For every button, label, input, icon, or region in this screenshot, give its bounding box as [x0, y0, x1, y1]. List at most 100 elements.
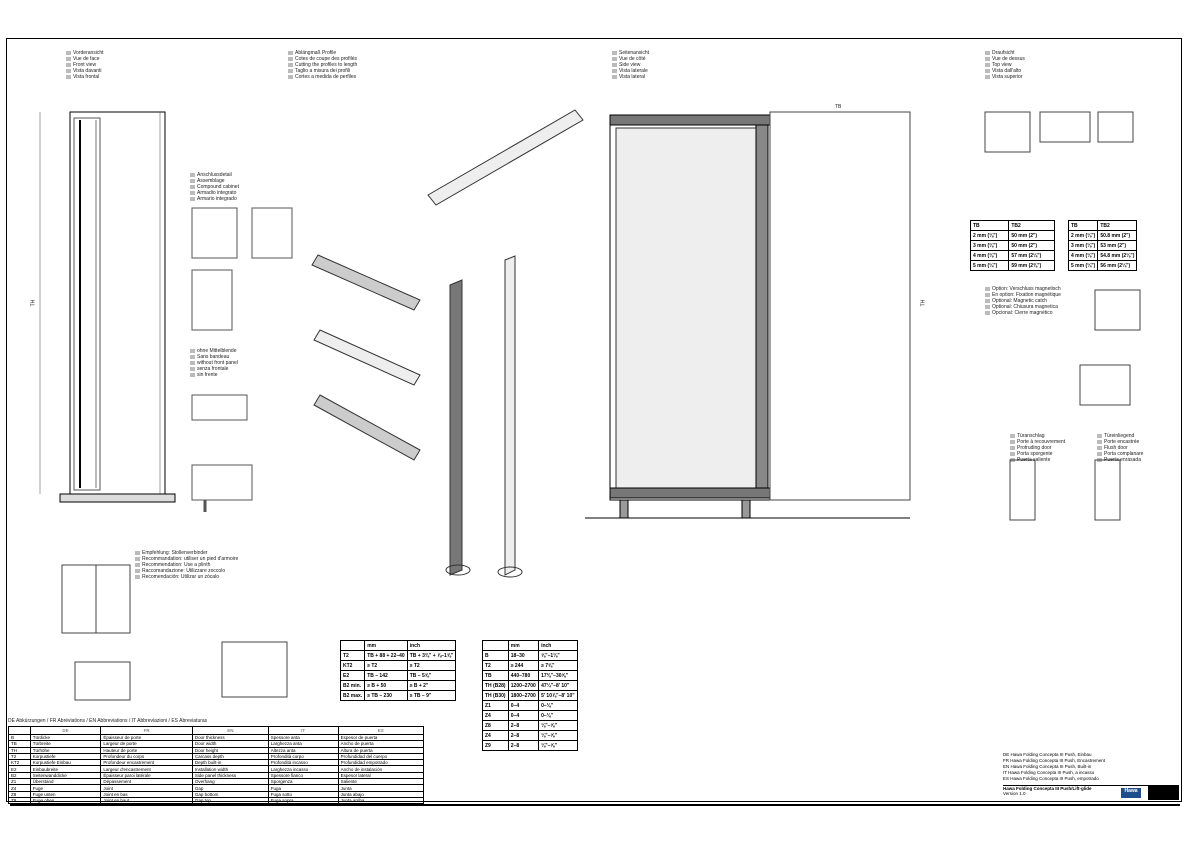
product-name: Hawa Folding Concepta III Push/Lift-glid… — [1003, 786, 1092, 791]
profile-cutting-views — [311, 109, 584, 578]
table-cell: Z9 — [482, 740, 509, 751]
table-cell: 17⅜"–30⅝" — [538, 670, 578, 681]
table-cell: 5' 10⅞"–8' 10" — [538, 690, 578, 701]
table-row: KT2≥ T2≥ T2 — [339, 660, 457, 671]
lang-header: ES — [337, 726, 425, 735]
table-cell: ⅛"–⅝" — [538, 720, 578, 731]
table-cell: TB + 88 + 22–40 — [364, 650, 408, 661]
table-cell: ≥ B + 2" — [406, 680, 457, 691]
table-cell: ⅝"–1⅛" — [538, 650, 578, 661]
table-cell: T2 — [339, 650, 366, 661]
table-cell: ≥ T2 — [406, 660, 457, 671]
table-row: B2 min.≥ B + 50≥ B + 2" — [339, 680, 457, 691]
table-cell: ⅛"–⅝" — [538, 730, 578, 741]
table-cell: ≥ 7⅝" — [538, 660, 578, 671]
title-block: Hawa Folding Concepta III Push/Lift-glid… — [1003, 785, 1179, 800]
hawa-logo: Hawa — [1121, 788, 1141, 798]
table-cell: TB – 142 — [364, 670, 408, 681]
table-cell: 47¼"–8' 10" — [538, 680, 578, 691]
table-cell: 0–⅛" — [538, 710, 578, 721]
table-cell: 0–⅛" — [538, 700, 578, 711]
dim-tb: TB — [835, 104, 842, 110]
table-cell: B2 min. — [339, 680, 366, 691]
table-cell: 2–8 — [507, 730, 540, 741]
table-cell: Z4 — [482, 730, 509, 741]
table-header: mm — [364, 640, 408, 651]
lang-header: FR — [100, 726, 193, 735]
table-cell: Fuge oben — [29, 796, 102, 805]
table-header: mm — [507, 640, 540, 651]
table-cell: 18–30 — [507, 650, 540, 661]
table-cell: Z4 — [482, 710, 509, 721]
drawing-number-box — [1148, 786, 1179, 800]
table-cell: E2 — [339, 670, 366, 681]
table-cell: ≥ T2 — [364, 660, 408, 671]
table-cell: B2 max. — [339, 690, 366, 701]
drawing-frame — [6, 38, 1182, 802]
table-row: T2≥ 244≥ 7⅝" — [482, 660, 578, 671]
top-view-details — [984, 111, 1141, 521]
table-cell: ≥ TB – 9" — [406, 690, 457, 701]
table-cell: 0–4 — [507, 710, 540, 721]
table-cell: Junta arriba — [337, 796, 425, 805]
table-cell: Z1 — [482, 700, 509, 711]
plinth-details — [61, 564, 288, 701]
table-cell: TB – 5⅝" — [406, 670, 457, 681]
version: Version 1.0 — [1003, 791, 1026, 796]
table-cell: 1200–2700 — [507, 680, 540, 691]
table-cell: TB + 3⅜" + ⅞–1⅝" — [406, 650, 457, 661]
table-cell: ≥ 244 — [507, 660, 540, 671]
table-cell: 440–780 — [507, 670, 540, 681]
abbreviations-title: DE Abkürzungen / FR Abréviations / EN Ab… — [8, 718, 208, 724]
table-cell: 1800–2700 — [507, 690, 540, 701]
table-cell: Joint en haut — [100, 796, 193, 805]
table-cell: 0–4 — [507, 700, 540, 711]
side-view-cabinet — [585, 111, 911, 519]
table-cell: Gap top — [191, 796, 269, 805]
lang-header: DE — [29, 726, 102, 735]
table-cell: Z8 — [482, 720, 509, 731]
lang-header: EN — [191, 726, 269, 735]
table-cell: ≥ B + 50 — [364, 680, 408, 691]
table-cell: B — [482, 650, 509, 661]
table-cell: TH (B30) — [482, 690, 509, 701]
table-cell: TB — [482, 670, 509, 681]
compound-details — [191, 207, 293, 512]
table-header: inch — [538, 640, 578, 651]
table-cell: KT2 — [339, 660, 366, 671]
table-row: B2 max.≥ TB – 230≥ TB – 9" — [339, 690, 457, 701]
front-view-door — [39, 111, 176, 503]
table-cell: 2–8 — [507, 740, 540, 751]
table-cell: TH (B28) — [482, 680, 509, 691]
table-cell: Z9 — [8, 796, 31, 805]
table-cell: 2–8 — [507, 720, 540, 731]
